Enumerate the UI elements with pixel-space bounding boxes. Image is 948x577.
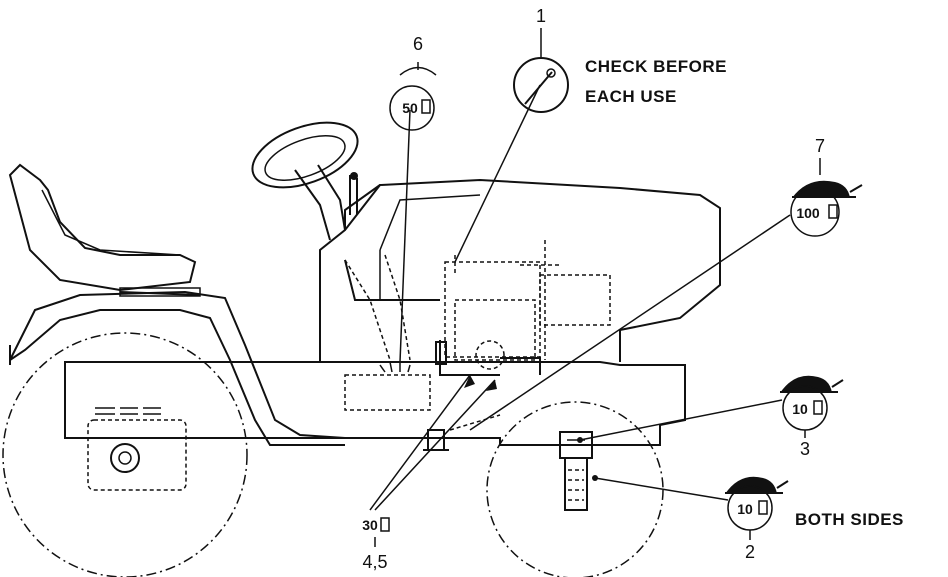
hourglass-icon — [828, 204, 838, 219]
callout-4-5: 30 4,5 — [362, 517, 390, 572]
callout-3-number: 3 — [800, 439, 810, 459]
oil-can-icon — [792, 180, 863, 198]
hourglass-icon — [758, 500, 768, 515]
hours-circle-100 — [790, 187, 840, 237]
steering-assembly — [251, 121, 359, 241]
callout-2: 10 2 — [725, 476, 789, 562]
callout-6-number: 6 — [413, 34, 423, 54]
transaxle-outline — [344, 361, 431, 411]
front-spindle — [559, 431, 593, 511]
engine-outline — [435, 240, 611, 376]
callout-1: 1 — [513, 6, 569, 113]
callout-1-number: 1 — [536, 6, 546, 26]
drive-linkage — [344, 254, 411, 361]
callout-7-hours: 100 — [796, 205, 820, 221]
both-sides-label: BOTH SIDES — [795, 510, 904, 529]
callout-4-5-hours: 30 — [362, 517, 378, 533]
front-axle-pivot — [423, 414, 501, 451]
seat — [8, 163, 201, 297]
hours-circle-50 — [389, 85, 435, 131]
callout-6: 6 50 — [389, 34, 437, 131]
callout-2-hours: 10 — [737, 501, 753, 517]
callout-3: 10 3 — [780, 375, 844, 459]
rear-hub-center — [118, 451, 132, 465]
dipstick-icon — [524, 68, 556, 105]
rear-hub-outline — [87, 419, 187, 491]
callout-7: 7 100 — [790, 136, 863, 237]
hourglass-icon — [421, 99, 431, 114]
callout-4-5-number: 4,5 — [362, 552, 387, 572]
check-before-line2: EACH USE — [585, 87, 677, 106]
hourglass-icon — [380, 517, 390, 532]
hood — [344, 178, 721, 362]
rear-wheel — [2, 332, 248, 577]
dipstick-circle — [513, 57, 569, 113]
leader-lines — [369, 84, 791, 511]
rear-fender — [9, 290, 346, 446]
callout-7-number: 7 — [815, 136, 825, 156]
hourglass-icon — [813, 400, 823, 415]
check-before-line1: CHECK BEFORE — [585, 57, 727, 76]
callout-3-hours: 10 — [792, 401, 808, 417]
callout-2-number: 2 — [745, 542, 755, 562]
rear-hub — [110, 443, 140, 473]
tractor-frame — [64, 184, 686, 446]
rear-tread-marks — [95, 407, 161, 415]
oil-can-icon — [780, 375, 844, 393]
callout-6-hours: 50 — [402, 100, 418, 116]
